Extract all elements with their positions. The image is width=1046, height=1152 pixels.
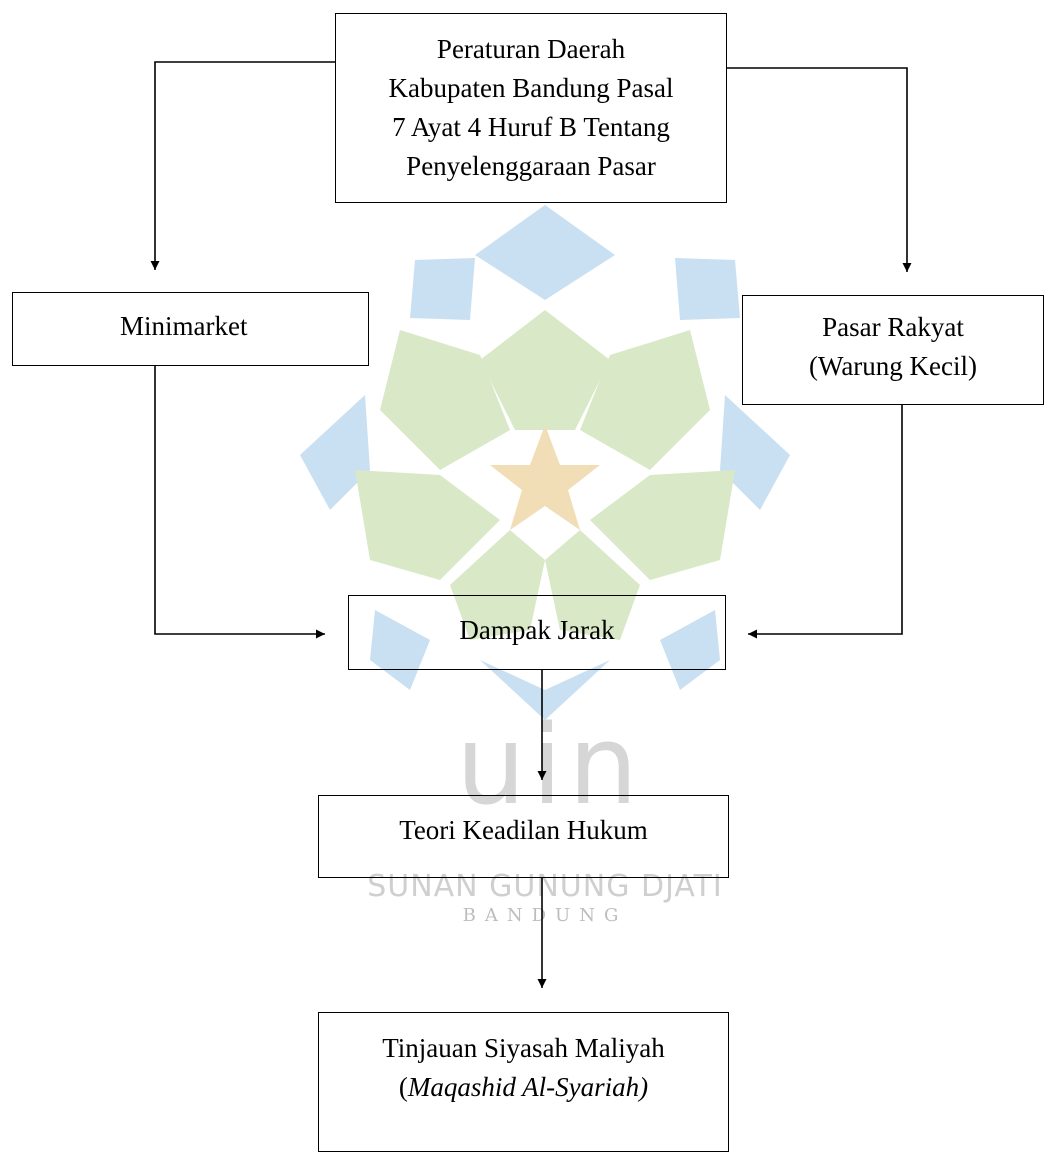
logo-petal-green — [380, 330, 510, 470]
edge-regulation-to-pasar-rakyat — [727, 67, 912, 272]
regulation-line-1: Peraturan Daerah — [436, 34, 626, 64]
pasar-rakyat-line-2: (Warung Kecil) — [809, 351, 977, 381]
logo-letters: uin — [456, 701, 644, 829]
tinjauan-italic-term: Maqashid Al-Syariah) — [407, 1072, 649, 1102]
edge-pasar-rakyat-to-dampak-jarak — [748, 405, 903, 639]
logo-petal-green — [545, 530, 640, 640]
logo-city-name: BANDUNG — [462, 905, 628, 926]
logo-star — [490, 425, 600, 530]
regulation-box: Peraturan Daerah Kabupaten Bandung Pasal… — [335, 13, 727, 203]
logo-petal-green — [480, 310, 610, 430]
star-ornament — [300, 205, 790, 720]
tinjauan-line-1: Tinjauan Siyasah Maliyah — [382, 1033, 665, 1063]
edge-regulation-to-minimarket — [150, 61, 335, 270]
logo-petal-blue — [410, 258, 475, 320]
logo-petal-blue — [675, 258, 740, 320]
logo-petal-blue — [300, 395, 370, 510]
tinjauan-line-2: (Maqashid Al-Syariah) — [319, 1068, 728, 1107]
logo-petal-green — [355, 470, 500, 580]
logo-institution-name: SUNAN GUNUNG DJATI — [367, 869, 723, 904]
logo-petal-green — [590, 470, 735, 580]
tinjauan-open-paren: ( — [398, 1072, 408, 1102]
minimarket-box: Minimarket — [12, 292, 369, 366]
regulation-line-4: Penyelenggaraan Pasar — [406, 151, 656, 181]
logo-petal-blue — [475, 205, 615, 300]
pasar-rakyat-line-1: Pasar Rakyat — [822, 312, 964, 342]
logo-petal-blue — [660, 610, 720, 690]
logo-petal-green — [580, 330, 710, 470]
edge-minimarket-to-dampak-jarak — [154, 366, 325, 639]
regulation-line-3: 7 Ayat 4 Huruf B Tentang — [392, 112, 670, 142]
teori-keadilan-label: Teori Keadilan Hukum — [399, 815, 648, 845]
tinjauan-box: Tinjauan Siyasah Maliyah (Maqashid Al-Sy… — [318, 1012, 729, 1152]
logo-petal-blue — [480, 660, 610, 720]
dampak-jarak-label: Dampak Jarak — [459, 615, 615, 645]
minimarket-label: Minimarket — [120, 311, 248, 341]
regulation-line-2: Kabupaten Bandung Pasal — [388, 73, 674, 103]
logo-petal-blue — [370, 610, 430, 690]
dampak-jarak-box: Dampak Jarak — [348, 595, 726, 670]
logo-petal-blue — [720, 395, 790, 510]
teori-keadilan-box: Teori Keadilan Hukum — [318, 795, 729, 878]
logo-petal-green — [450, 530, 545, 640]
pasar-rakyat-box: Pasar Rakyat (Warung Kecil) — [742, 295, 1044, 405]
